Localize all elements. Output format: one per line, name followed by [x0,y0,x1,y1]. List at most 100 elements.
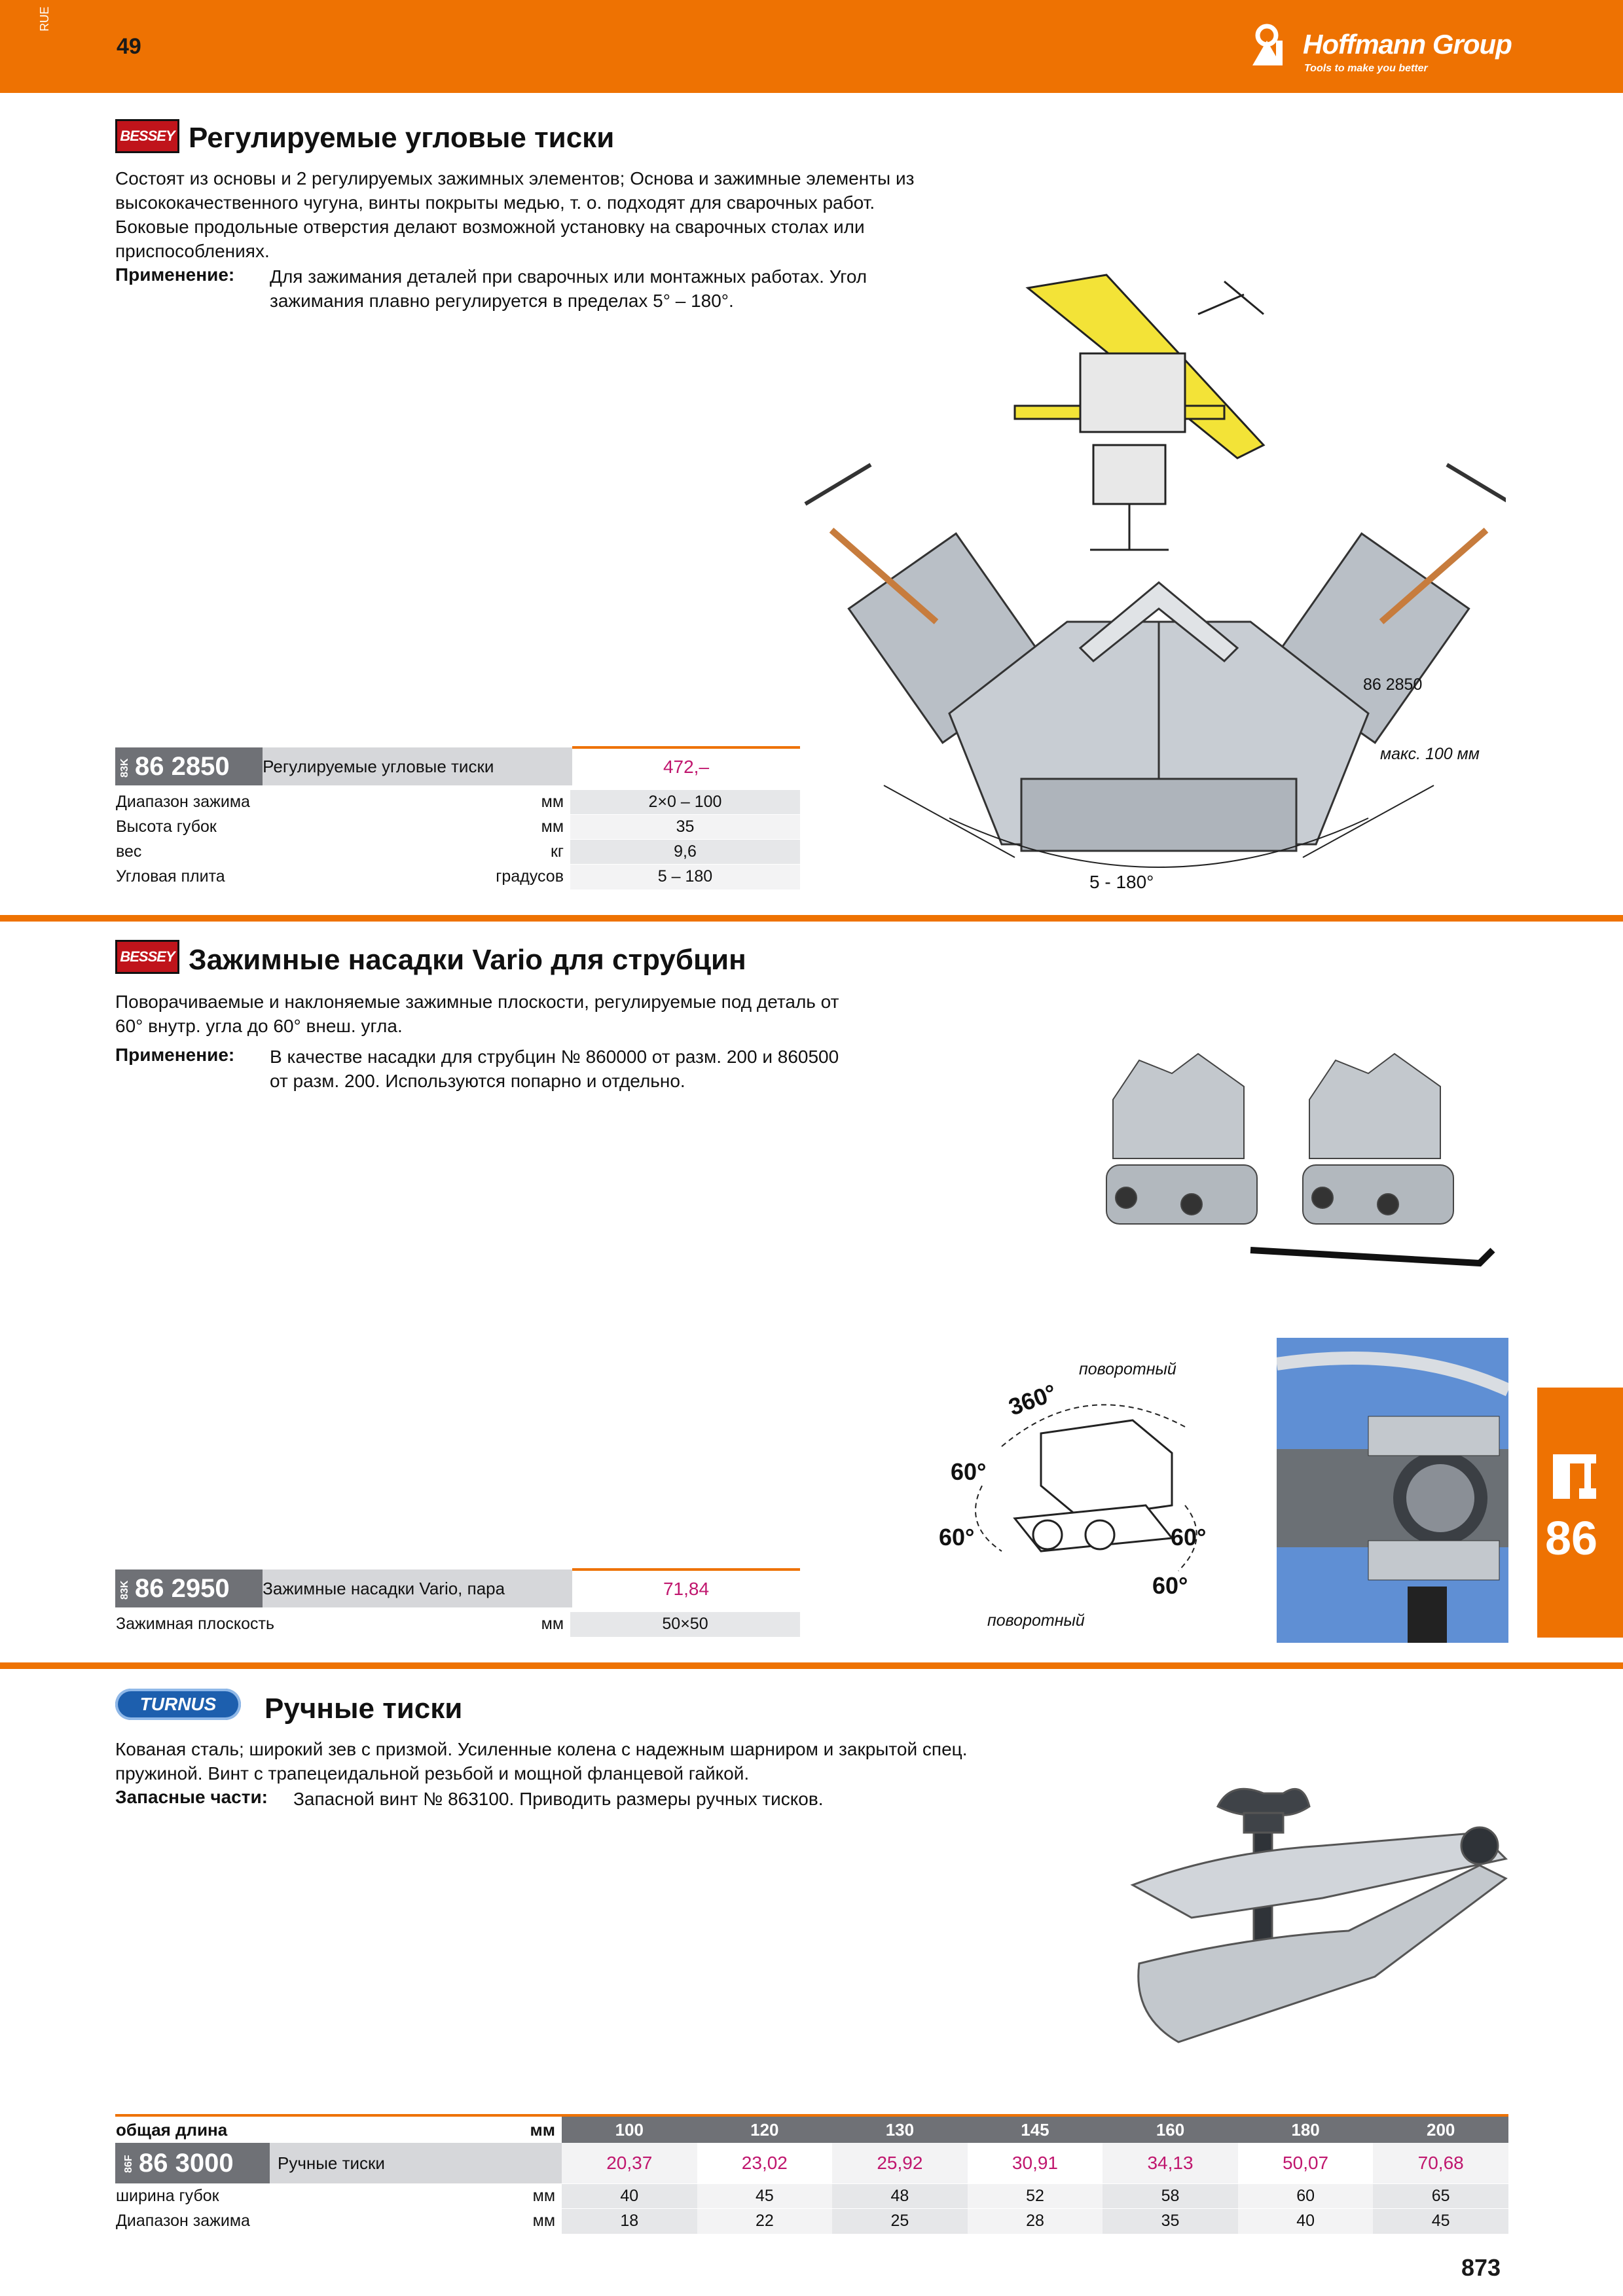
spec-value: 35 [570,814,800,840]
spec-value: 60 [1237,2183,1374,2209]
price: 50,07 [1283,2153,1329,2173]
length-value: 145 [967,2117,1103,2143]
price: 71,84 [572,1568,800,1607]
length-row: общая длина мм 100 120 130 145 160 180 2… [115,2117,1508,2143]
article-code: 86F 86 3000 [115,2143,270,2183]
size-table: общая длина мм 100 120 130 145 160 180 2… [115,2117,1508,2234]
spec-row: Угловая плита градусов 5 – 180 [115,864,800,889]
product-name: Регулируемые угловые тиски [263,747,572,785]
spec-label: Диапазон зажима [115,2208,450,2234]
spec-label: Диапазон зажима [115,789,452,815]
hex-key-icon [1250,1247,1495,1267]
section-title: Регулируемые угловые тиски [189,122,615,154]
section-description: Поворачиваемые и наклоняемые зажимные пл… [115,992,839,1036]
spec-table: Зажимная плоскость мм 50×50 [115,1611,800,1637]
code-prefix: 83K [119,758,130,778]
application-label: Применение: [115,1045,235,1065]
header-bar [0,0,1623,93]
rotating-label-top: поворотный [1079,1360,1176,1378]
spare-parts-text: Запасной винт № 863100. Приводить размер… [293,1789,824,1809]
clamp-chapter-icon [1553,1454,1596,1499]
length-value: 160 [1103,2117,1238,2143]
code-number: 86 2850 [135,751,230,781]
spec-row: Высота губок мм 35 [115,814,800,840]
length-value: 100 [562,2117,697,2143]
product-row: 83K 86 2850 Регулируемые угловые тиски 47… [115,746,800,785]
angle-arc [949,817,1369,868]
price: 30,91 [1012,2153,1058,2173]
spec-unit: градусов [452,864,570,889]
spec-value: 50×50 [570,1611,800,1637]
spec-row: вес кг 9,6 [115,839,800,865]
chapter-number: 86 [1545,1513,1598,1565]
spec-label: Высота губок [115,814,452,840]
price: 20,37 [562,2143,697,2184]
rotating-label-bottom: поворотный [987,1611,1085,1630]
spec-unit: мм [450,2183,562,2209]
bessey-logo: BESSEY [115,119,179,153]
section-divider [0,915,1623,922]
section-title: Ручные тиски [264,1693,463,1725]
spec-value: 45 [1373,2208,1508,2234]
angle-vise-mini-diagram [1013,274,1266,551]
spec-value: 40 [1237,2208,1374,2234]
spec-value: 9,6 [570,839,800,865]
spec-value: 58 [1103,2183,1238,2209]
brand-tagline: Tools to make you better [1304,63,1428,74]
section-description: Состоят из основы и 2 регулируемых зажим… [115,168,915,261]
vario-rotation-diagram [975,1404,1197,1571]
spec-unit: мм [452,814,570,840]
spec-value: 2×0 – 100 [570,789,800,815]
spec-table: Диапазон зажима мм 2×0 – 100 Высота губо… [115,789,800,889]
angle-vise-main [804,463,1506,852]
spec-row: Зажимная плоскость мм 50×50 [115,1611,800,1637]
spec-value: 18 [562,2208,697,2234]
angle-60-label: 60° [1152,1572,1188,1599]
code-number: 86 2950 [135,1573,230,1603]
product-table-86-2850: 83K 86 2850 Регулируемые угловые тиски 47… [115,746,800,889]
application-text: Для зажимания деталей при сварочных или … [270,266,867,311]
spec-value: 65 [1373,2183,1508,2209]
spec-label: Угловая плита [115,864,452,889]
price: 25,92 [832,2143,968,2184]
code-prefix: 86F [123,2155,134,2173]
spec-value: 40 [562,2183,697,2209]
length-label: общая длина [116,2119,228,2140]
length-value: 120 [697,2117,833,2143]
angle-vise-illustration [804,274,1506,868]
spec-label: Зажимная плоскость [115,1611,452,1637]
angle-60-label: 60° [1171,1524,1207,1551]
length-value: 180 [1237,2117,1374,2143]
spec-unit: мм [450,2208,562,2234]
spec-value: 28 [967,2208,1103,2234]
spec-unit: мм [452,789,570,815]
section-title: Зажимные насадки Vario для струбцин [189,944,746,976]
hand-vise-photo [1130,1787,1508,2043]
section-page-number: 49 [117,34,141,59]
image-angle-label: 5 - 180° [1089,872,1154,892]
image-code-label: 86 2850 [1363,675,1423,694]
spare-parts-label: Запасные части: [115,1787,268,1807]
article-code: 83K 86 2850 [115,747,263,785]
spec-value: 25 [832,2208,968,2234]
application-text: В качестве насадки для струбцин № 860000… [270,1047,839,1091]
spec-value: 52 [967,2183,1103,2209]
price: 34,13 [1103,2143,1238,2184]
spec-unit: кг [452,839,570,865]
spec-label: вес [115,839,452,865]
code-number: 86 3000 [139,2148,234,2178]
spec-value: 22 [697,2208,833,2234]
spec-value: 5 – 180 [570,864,800,889]
spec-value: 45 [697,2183,833,2209]
hoffmann-logo-icon [1252,24,1283,65]
price: 472,– [572,746,800,785]
section-description: Кованая сталь; широкий зев с призмой. Ус… [115,1739,968,1784]
language-code: RUE [38,6,51,31]
vario-jaws-photo [1106,1052,1495,1267]
section-divider [0,1662,1623,1669]
